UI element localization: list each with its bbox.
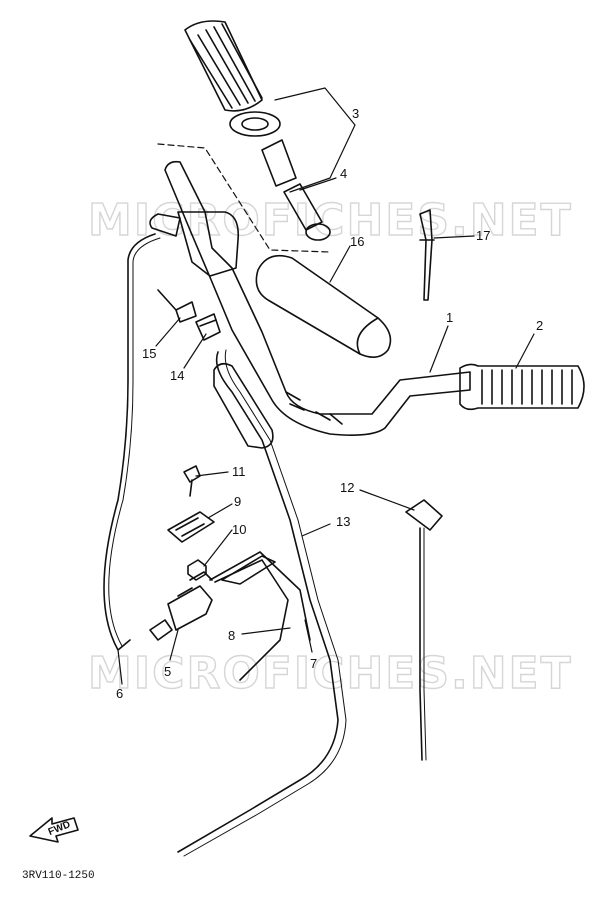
leader-7 [304,619,313,653]
throttle-housing [149,211,240,277]
forward-arrow-icon [29,817,79,843]
callout-3: 3 [352,106,359,121]
leader-6 [117,649,123,685]
cable-sheath [213,362,274,449]
cable-6-inner [108,237,161,647]
callout-11: 11 [232,464,246,479]
callout-8: 8 [228,628,235,643]
nut-10 [187,559,207,581]
cable-13 [177,351,339,853]
handlebar-pad [255,254,392,358]
callout-12: 12 [340,480,354,495]
cable-junction [221,555,276,585]
leader-16 [329,245,351,283]
cable-6 [103,233,156,651]
callout-15: 15 [142,346,156,361]
nut-15 [157,289,197,323]
leader-1 [429,325,449,373]
leader-13 [301,523,331,537]
callout-10: 10 [232,522,246,537]
callout-16: 16 [350,234,364,249]
callout-4: 4 [340,166,347,181]
callout-13: 13 [336,514,350,529]
callout-14: 14 [170,368,184,383]
diagram-code: 3RV110-1250 [22,870,95,882]
cable-12 [405,499,443,761]
choke-switch [149,571,213,641]
throttle-grip [184,20,281,137]
leader-9 [207,503,233,519]
leader-3 [274,87,356,193]
leader-14 [183,333,207,369]
leader-2 [515,333,535,369]
watermark-top: MICROFICHES.NET [88,195,573,246]
cable-17 [419,209,435,301]
cable-7 [209,551,311,641]
bracket-9 [167,511,215,543]
cable-8 [214,559,289,681]
leader-5 [169,629,179,661]
throttle-tube [261,139,331,241]
callout-2: 2 [536,318,543,333]
leader-4 [299,177,337,191]
leader-8 [241,627,291,635]
bolt-11 [183,465,201,497]
adjuster-14 [195,313,221,341]
cable-13-inner [183,349,347,857]
leader-15 [155,317,181,347]
callout-7: 7 [310,656,317,671]
leader-11 [195,471,229,477]
callout-6: 6 [116,686,123,701]
leader-17 [433,235,475,239]
watermark-bottom: MICROFICHES.NET [88,648,573,699]
callout-9: 9 [234,494,241,509]
exploded-view-line [157,143,331,253]
handlebar [164,160,471,436]
callout-17: 17 [476,228,490,243]
leader-12 [359,489,415,511]
callout-1: 1 [446,310,453,325]
left-grip [459,363,585,411]
callout-5: 5 [164,664,171,679]
leader-10 [203,529,233,567]
